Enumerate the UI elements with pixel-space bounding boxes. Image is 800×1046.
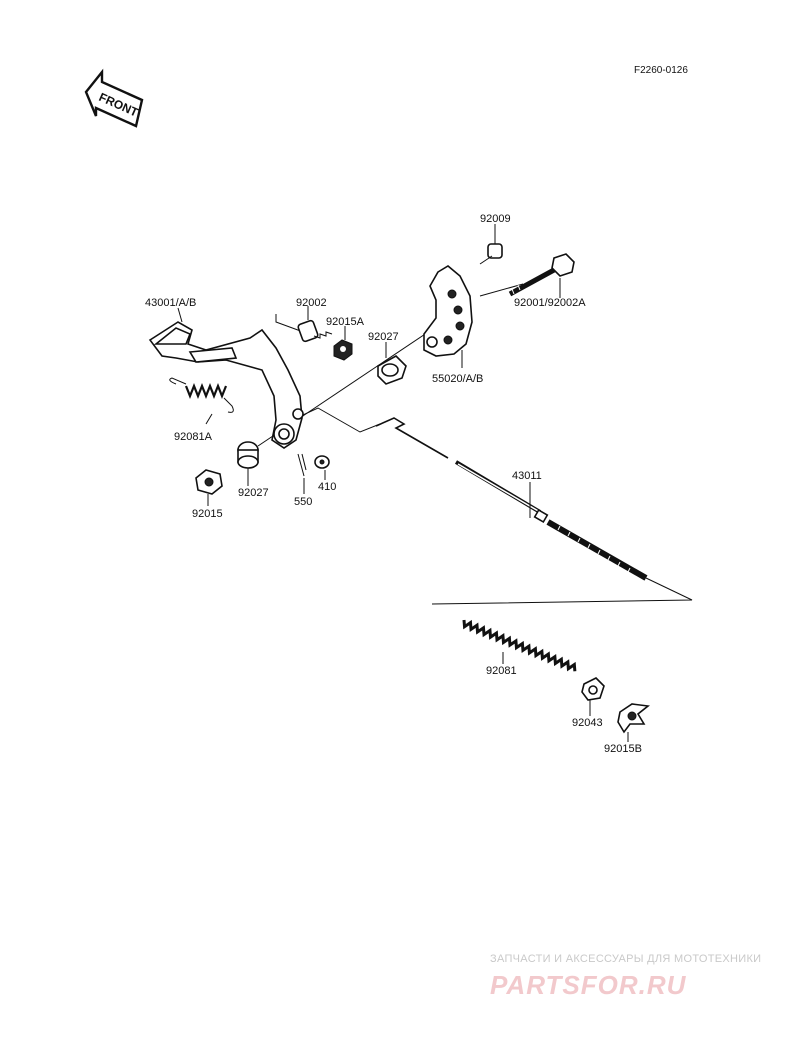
label-43011: 43011 [512, 470, 542, 482]
watermark-tagline: ЗАПЧАСТИ И АКСЕССУАРЫ ДЛЯ МОТОТЕХНИКИ [490, 953, 761, 965]
nut-92015-part [195, 469, 223, 495]
bolt-92002-part [297, 319, 353, 361]
bushing-92027-bottom-part [237, 441, 259, 469]
assembly-lines [257, 283, 693, 605]
bolt-92001-part [505, 253, 575, 297]
watermark: ЗАПЧАСТИ И АКСЕССУАРЫ ДЛЯ МОТОТЕХНИКИ PA… [490, 953, 761, 1000]
label-92027-bottom: 92027 [238, 487, 269, 499]
bushing-92027-top-part [377, 355, 407, 385]
label-92002: 92002 [296, 297, 327, 309]
brake-pedal-part [148, 321, 304, 449]
front-arrow-icon: FRONT [84, 68, 144, 128]
label-92081: 92081 [486, 665, 517, 677]
label-43001: 43001/A/B [145, 297, 196, 309]
label-92001: 92001/92002A [514, 297, 586, 309]
wing-nut-part [617, 703, 650, 734]
label-55020: 55020/A/B [432, 373, 483, 385]
brake-lever-part [423, 265, 473, 357]
label-410: 410 [318, 481, 336, 493]
label-leaders [177, 224, 629, 742]
label-92043: 92043 [572, 717, 603, 729]
label-92027-top: 92027 [368, 331, 399, 343]
washer-410-part [314, 455, 330, 469]
diagram-code: F2260-0126 [634, 65, 688, 76]
return-spring-part [169, 377, 234, 413]
spring-92081-part [462, 619, 577, 672]
joint-92043-part [581, 677, 605, 701]
label-92015A: 92015A [326, 316, 365, 328]
bolt-92009-part [479, 243, 503, 265]
label-92081A: 92081A [174, 431, 213, 443]
brake-rod-part [375, 417, 648, 581]
label-92015: 92015 [192, 508, 223, 520]
label-550: 550 [294, 496, 312, 508]
label-92015B: 92015B [604, 743, 642, 755]
watermark-brand: PARTSFOR.RU [490, 970, 687, 1000]
part-labels: 43001/A/B 92002 92015A 92027 92009 92001… [145, 213, 642, 755]
cotter-pin-part [297, 453, 307, 477]
label-92009: 92009 [480, 213, 511, 225]
